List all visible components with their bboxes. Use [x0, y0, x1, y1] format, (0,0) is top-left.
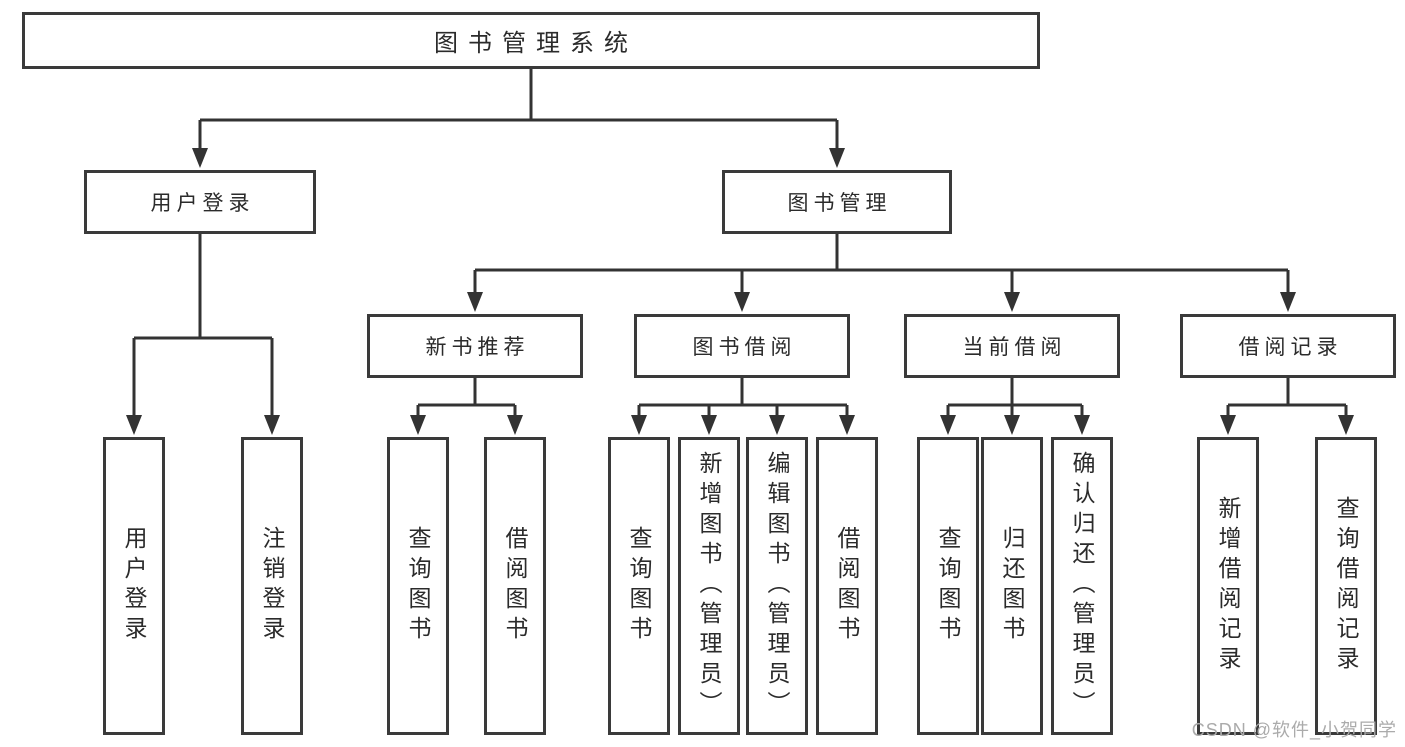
- node-user-login: 用户登录: [84, 170, 316, 234]
- leaf-borrow-query-book: 查询图书: [608, 437, 670, 735]
- leaf-current-query-book: 查询图书: [917, 437, 979, 735]
- leaf-borrow-book: 借阅图书: [816, 437, 878, 735]
- leaf-confirm-return-admin: 确认归还（管理员）: [1051, 437, 1113, 735]
- leaf-query-borrow-record: 查询借阅记录: [1315, 437, 1377, 735]
- node-current-borrow: 当前借阅: [904, 314, 1120, 378]
- leaf-logout: 注销登录: [241, 437, 303, 735]
- node-borrow-record: 借阅记录: [1180, 314, 1396, 378]
- leaf-recommend-query-book: 查询图书: [387, 437, 449, 735]
- leaf-add-book-admin: 新增图书（管理员）: [678, 437, 740, 735]
- node-root-library-system: 图书管理系统: [22, 12, 1040, 69]
- node-new-book-recommend: 新书推荐: [367, 314, 583, 378]
- csdn-watermark: CSDN @软件_小贺同学: [1191, 720, 1397, 740]
- leaf-return-book: 归还图书: [981, 437, 1043, 735]
- leaf-add-borrow-record: 新增借阅记录: [1197, 437, 1259, 735]
- leaf-edit-book-admin: 编辑图书（管理员）: [746, 437, 808, 735]
- node-book-management: 图书管理: [722, 170, 952, 234]
- node-book-borrow: 图书借阅: [634, 314, 850, 378]
- leaf-user-login: 用户登录: [103, 437, 165, 735]
- leaf-recommend-borrow-book: 借阅图书: [484, 437, 546, 735]
